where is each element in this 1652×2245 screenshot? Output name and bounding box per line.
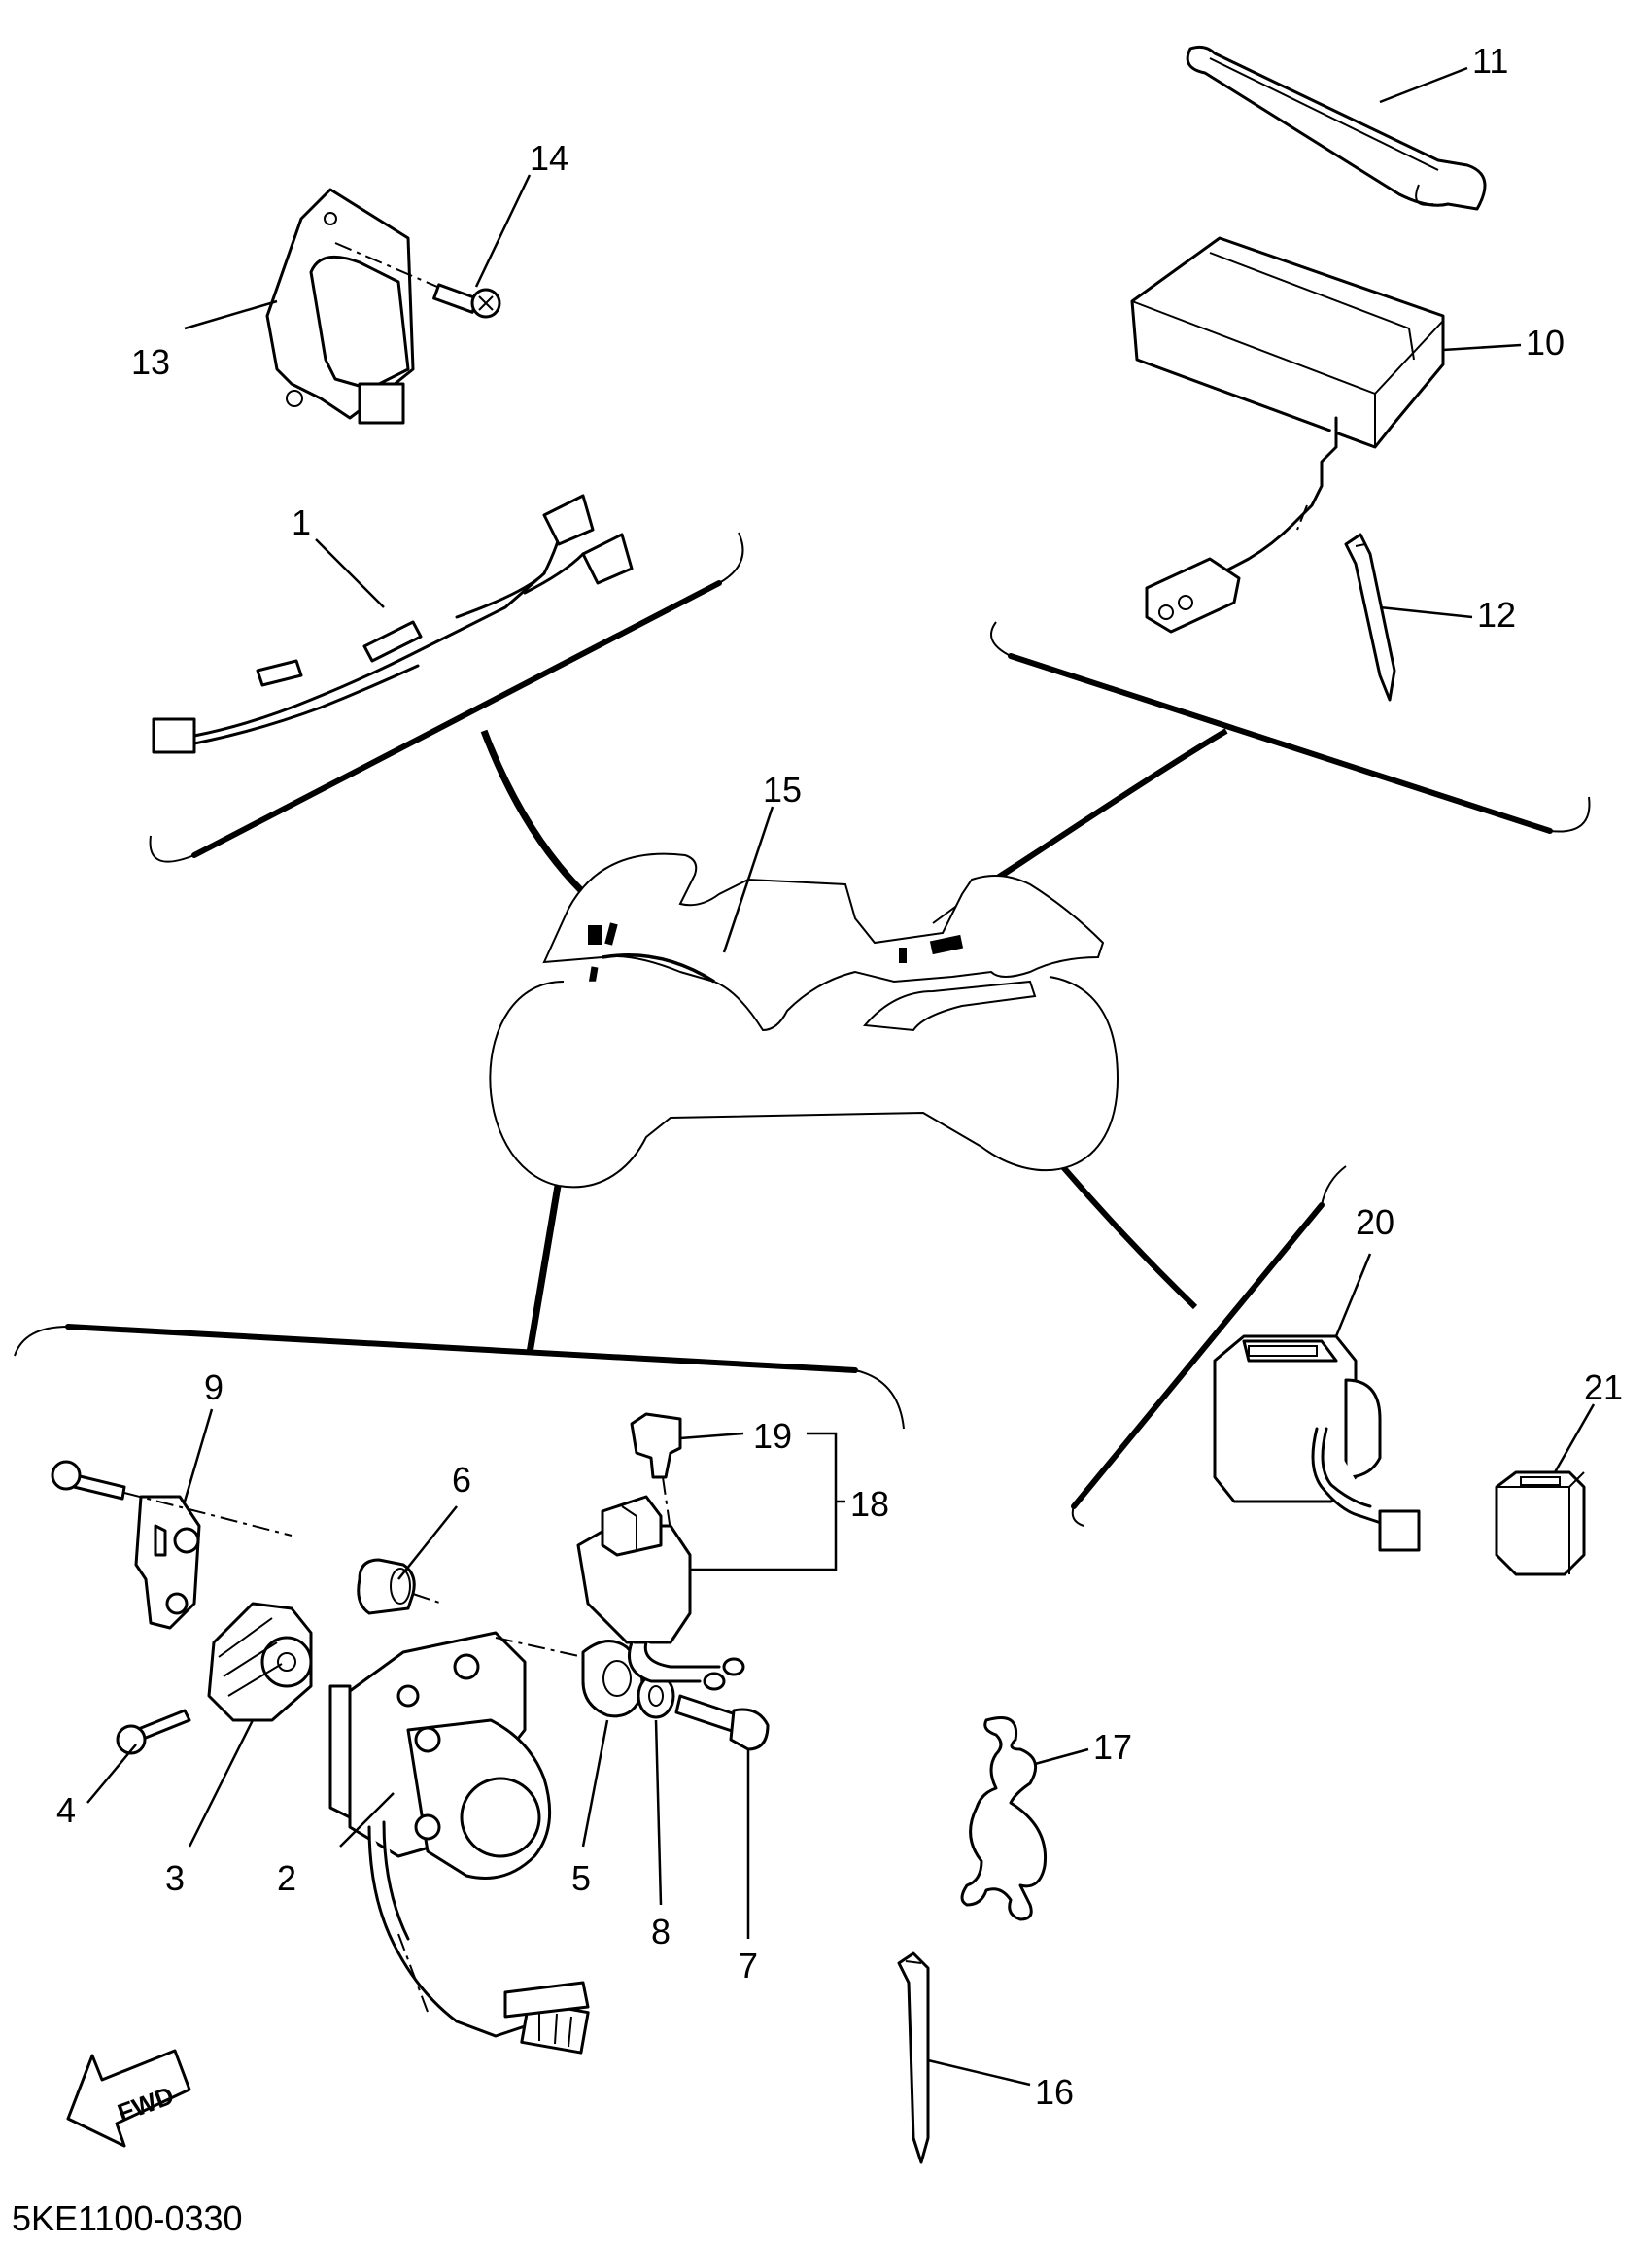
relay-21 [1495, 1470, 1586, 1576]
wire-lead-1 [152, 494, 634, 754]
callout-11: 11 [1472, 41, 1508, 81]
grommet-6 [357, 1558, 443, 1615]
screw-9-bolt [51, 1460, 293, 1537]
relay-20 [1213, 1334, 1421, 1552]
callout-labels: 1 2 3 4 5 6 7 8 9 10 11 12 13 14 15 16 1… [56, 41, 1623, 2112]
callout-3: 3 [165, 1858, 185, 1898]
bracket-9 [134, 1495, 201, 1630]
battery-10 [1130, 236, 1445, 634]
starter-relay-2 [328, 1631, 590, 2055]
rectifier-regulator [265, 188, 415, 425]
callout-13: 13 [131, 342, 170, 382]
fuse-holder-18 [576, 1495, 745, 1691]
locator-battery-marker [929, 934, 964, 955]
panel-left-upper [149, 532, 744, 863]
drawing-code: 5KE1100-0330 [12, 2198, 243, 2238]
panel-lower-right [1071, 1165, 1347, 1527]
screw-4 [116, 1709, 191, 1755]
fwd-arrow: FWD [66, 2049, 191, 2148]
callout-4: 4 [56, 1790, 76, 1830]
callout-19: 19 [753, 1416, 792, 1456]
callout-10: 10 [1526, 323, 1565, 363]
callout-9: 9 [204, 1367, 224, 1407]
callout-14: 14 [530, 138, 568, 178]
cable-tie-16 [897, 1951, 930, 2164]
callout-5: 5 [571, 1858, 591, 1898]
bolt-7 [674, 1694, 770, 1751]
fuse-19 [630, 1412, 682, 1532]
callout-6: 6 [452, 1460, 471, 1500]
callout-1: 1 [292, 502, 311, 542]
callout-16: 16 [1035, 2072, 1074, 2112]
callout-21: 21 [1584, 1367, 1623, 1407]
callout-20: 20 [1356, 1202, 1394, 1242]
battery-band-11 [1186, 45, 1487, 211]
panel-lower-left [14, 1324, 905, 1430]
callout-12: 12 [1477, 595, 1516, 635]
callout-7: 7 [739, 1946, 758, 1986]
callout-8: 8 [651, 1912, 671, 1951]
locator-rectifier-marker [588, 925, 602, 945]
screw-14 [334, 242, 501, 319]
callout-18: 18 [850, 1484, 889, 1524]
callout-2: 2 [277, 1858, 296, 1898]
callout-leaders [86, 66, 1596, 2087]
panel-right-upper [990, 621, 1591, 834]
clamp-17 [960, 1716, 1048, 1921]
coil-3 [207, 1602, 313, 1722]
callout-15: 15 [763, 770, 802, 810]
cable-tie-12 [1344, 533, 1396, 702]
callout-17: 17 [1093, 1727, 1132, 1767]
motorcycle-silhouette [489, 852, 1119, 1189]
